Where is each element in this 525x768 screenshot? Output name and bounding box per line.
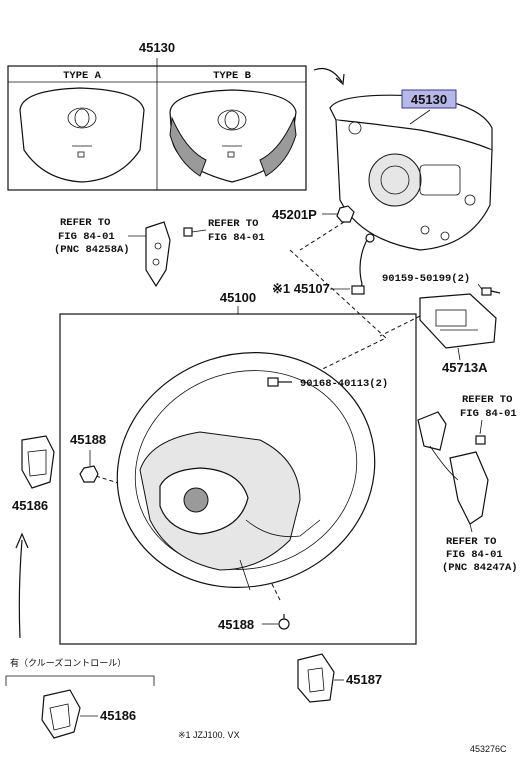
- arrow-up-icon: [18, 539, 23, 639]
- airbag-pad-type-b: [169, 89, 297, 183]
- horn-switch-left: [145, 221, 171, 288]
- label-refer-mid-1[interactable]: REFER TO: [208, 218, 258, 230]
- label-cruise-note: 有（クルーズコントロール）: [10, 657, 126, 668]
- label-refer-left-2[interactable]: FIG 84-01: [58, 231, 115, 243]
- label-45713a[interactable]: 45713A: [442, 360, 488, 375]
- label-45188-a[interactable]: 45188: [70, 432, 106, 447]
- label-type-a: TYPE A: [63, 70, 102, 82]
- screw-icon: [183, 227, 193, 237]
- airbag-pad-type-a: [19, 87, 145, 183]
- bolt-45188-b: [278, 614, 290, 630]
- bolt-90168: [267, 377, 292, 387]
- nut-45188-a: [79, 465, 99, 483]
- bolt-90159: [481, 287, 501, 296]
- label-refer-left-1[interactable]: REFER TO: [60, 217, 110, 229]
- nut-45201p: [336, 205, 355, 223]
- airbag-type-box: 45130 TYPE A TYPE B: [7, 40, 307, 191]
- cover-45187: [297, 653, 335, 703]
- label-refer-right-b2[interactable]: FIG 84-01: [446, 549, 503, 561]
- label-refer-left-3[interactable]: (PNC 84258A): [54, 244, 130, 256]
- cruise-switch-right: [417, 411, 489, 525]
- label-type-b: TYPE B: [213, 70, 252, 82]
- cover-45713a: [419, 293, 497, 349]
- label-45100[interactable]: 45100: [220, 290, 256, 305]
- label-45107[interactable]: ※1 45107: [272, 281, 330, 296]
- cover-45186-b: [41, 689, 81, 739]
- steering-wheel-frame: [59, 313, 417, 645]
- label-refer-right-1[interactable]: REFER TO: [462, 394, 512, 406]
- label-refer-right-b3[interactable]: (PNC 84247A): [442, 562, 518, 574]
- label-45186-b[interactable]: 45186: [100, 708, 136, 723]
- label-45188-b[interactable]: 45188: [218, 617, 254, 632]
- label-refer-mid-2[interactable]: FIG 84-01: [208, 232, 265, 244]
- label-90168[interactable]: 90168-40113(2): [300, 378, 388, 390]
- label-refer-right-2[interactable]: FIG 84-01: [460, 408, 517, 420]
- label-refer-right-b1[interactable]: REFER TO: [446, 536, 496, 548]
- diagram-code: 453276C: [470, 744, 507, 754]
- label-45130-highlight[interactable]: 45130: [411, 92, 447, 107]
- wire-45107: [359, 237, 369, 291]
- label-45130-box: 45130: [139, 40, 175, 55]
- footnote: ※1 JZJ100. VX: [178, 730, 240, 740]
- cover-45186-a: [21, 435, 55, 489]
- label-45201p[interactable]: 45201P: [272, 207, 317, 222]
- airbag-assembly-45130: [329, 94, 493, 251]
- steering-wheel-45100: [116, 351, 376, 591]
- label-45186-a[interactable]: 45186: [12, 498, 48, 513]
- highlight-45130-box: [401, 89, 457, 109]
- curved-arrow-icon: [313, 67, 343, 83]
- label-45187[interactable]: 45187: [346, 672, 382, 687]
- label-90159[interactable]: 90159-50199(2): [382, 273, 470, 285]
